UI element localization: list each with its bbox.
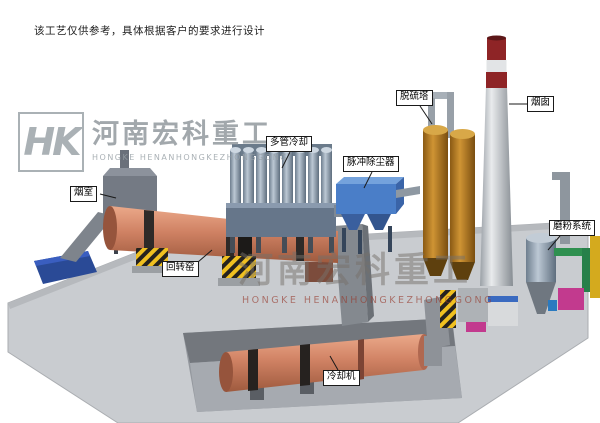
cooling-machine [219, 334, 442, 400]
label-rotary-kiln: 回转窑 [162, 261, 199, 277]
label-chimney: 烟囱 [527, 96, 555, 112]
grinding-system-body [526, 172, 600, 314]
label-cooling-machine: 冷却机 [323, 370, 360, 386]
label-multi-tube-cooler: 多管冷却 [266, 136, 313, 152]
kiln-support-piers [132, 248, 260, 286]
company-name-en: HONGKE HENANHONGKEZHONGGONG [92, 152, 288, 162]
company-name: 河南宏科重工 [92, 119, 272, 150]
label-smoke-chamber: 烟室 [70, 186, 98, 202]
label-leader-lines [99, 103, 561, 371]
mill-structures [440, 288, 518, 332]
label-grinding-system: 磨粉系统 [549, 220, 596, 236]
desulfurization-towers-body [423, 92, 475, 280]
logo-hk: HK [18, 112, 84, 172]
downcomer-duct [60, 212, 114, 262]
disclaimer-text: 该工艺仅供参考，具体根据客户的要求进行设计 [34, 25, 265, 37]
watermark-logo: HK 河南宏科重工 HONGKE HENANHONGKEZHONGGONG [18, 112, 288, 172]
pulse-dust-collector-body [336, 177, 420, 254]
label-pulse-dust-collector: 脉冲除尘器 [343, 156, 399, 172]
chimney-body [480, 35, 513, 286]
multi-tube-cooler [226, 144, 336, 253]
label-desulfurization-tower: 脱硫塔 [396, 90, 433, 106]
